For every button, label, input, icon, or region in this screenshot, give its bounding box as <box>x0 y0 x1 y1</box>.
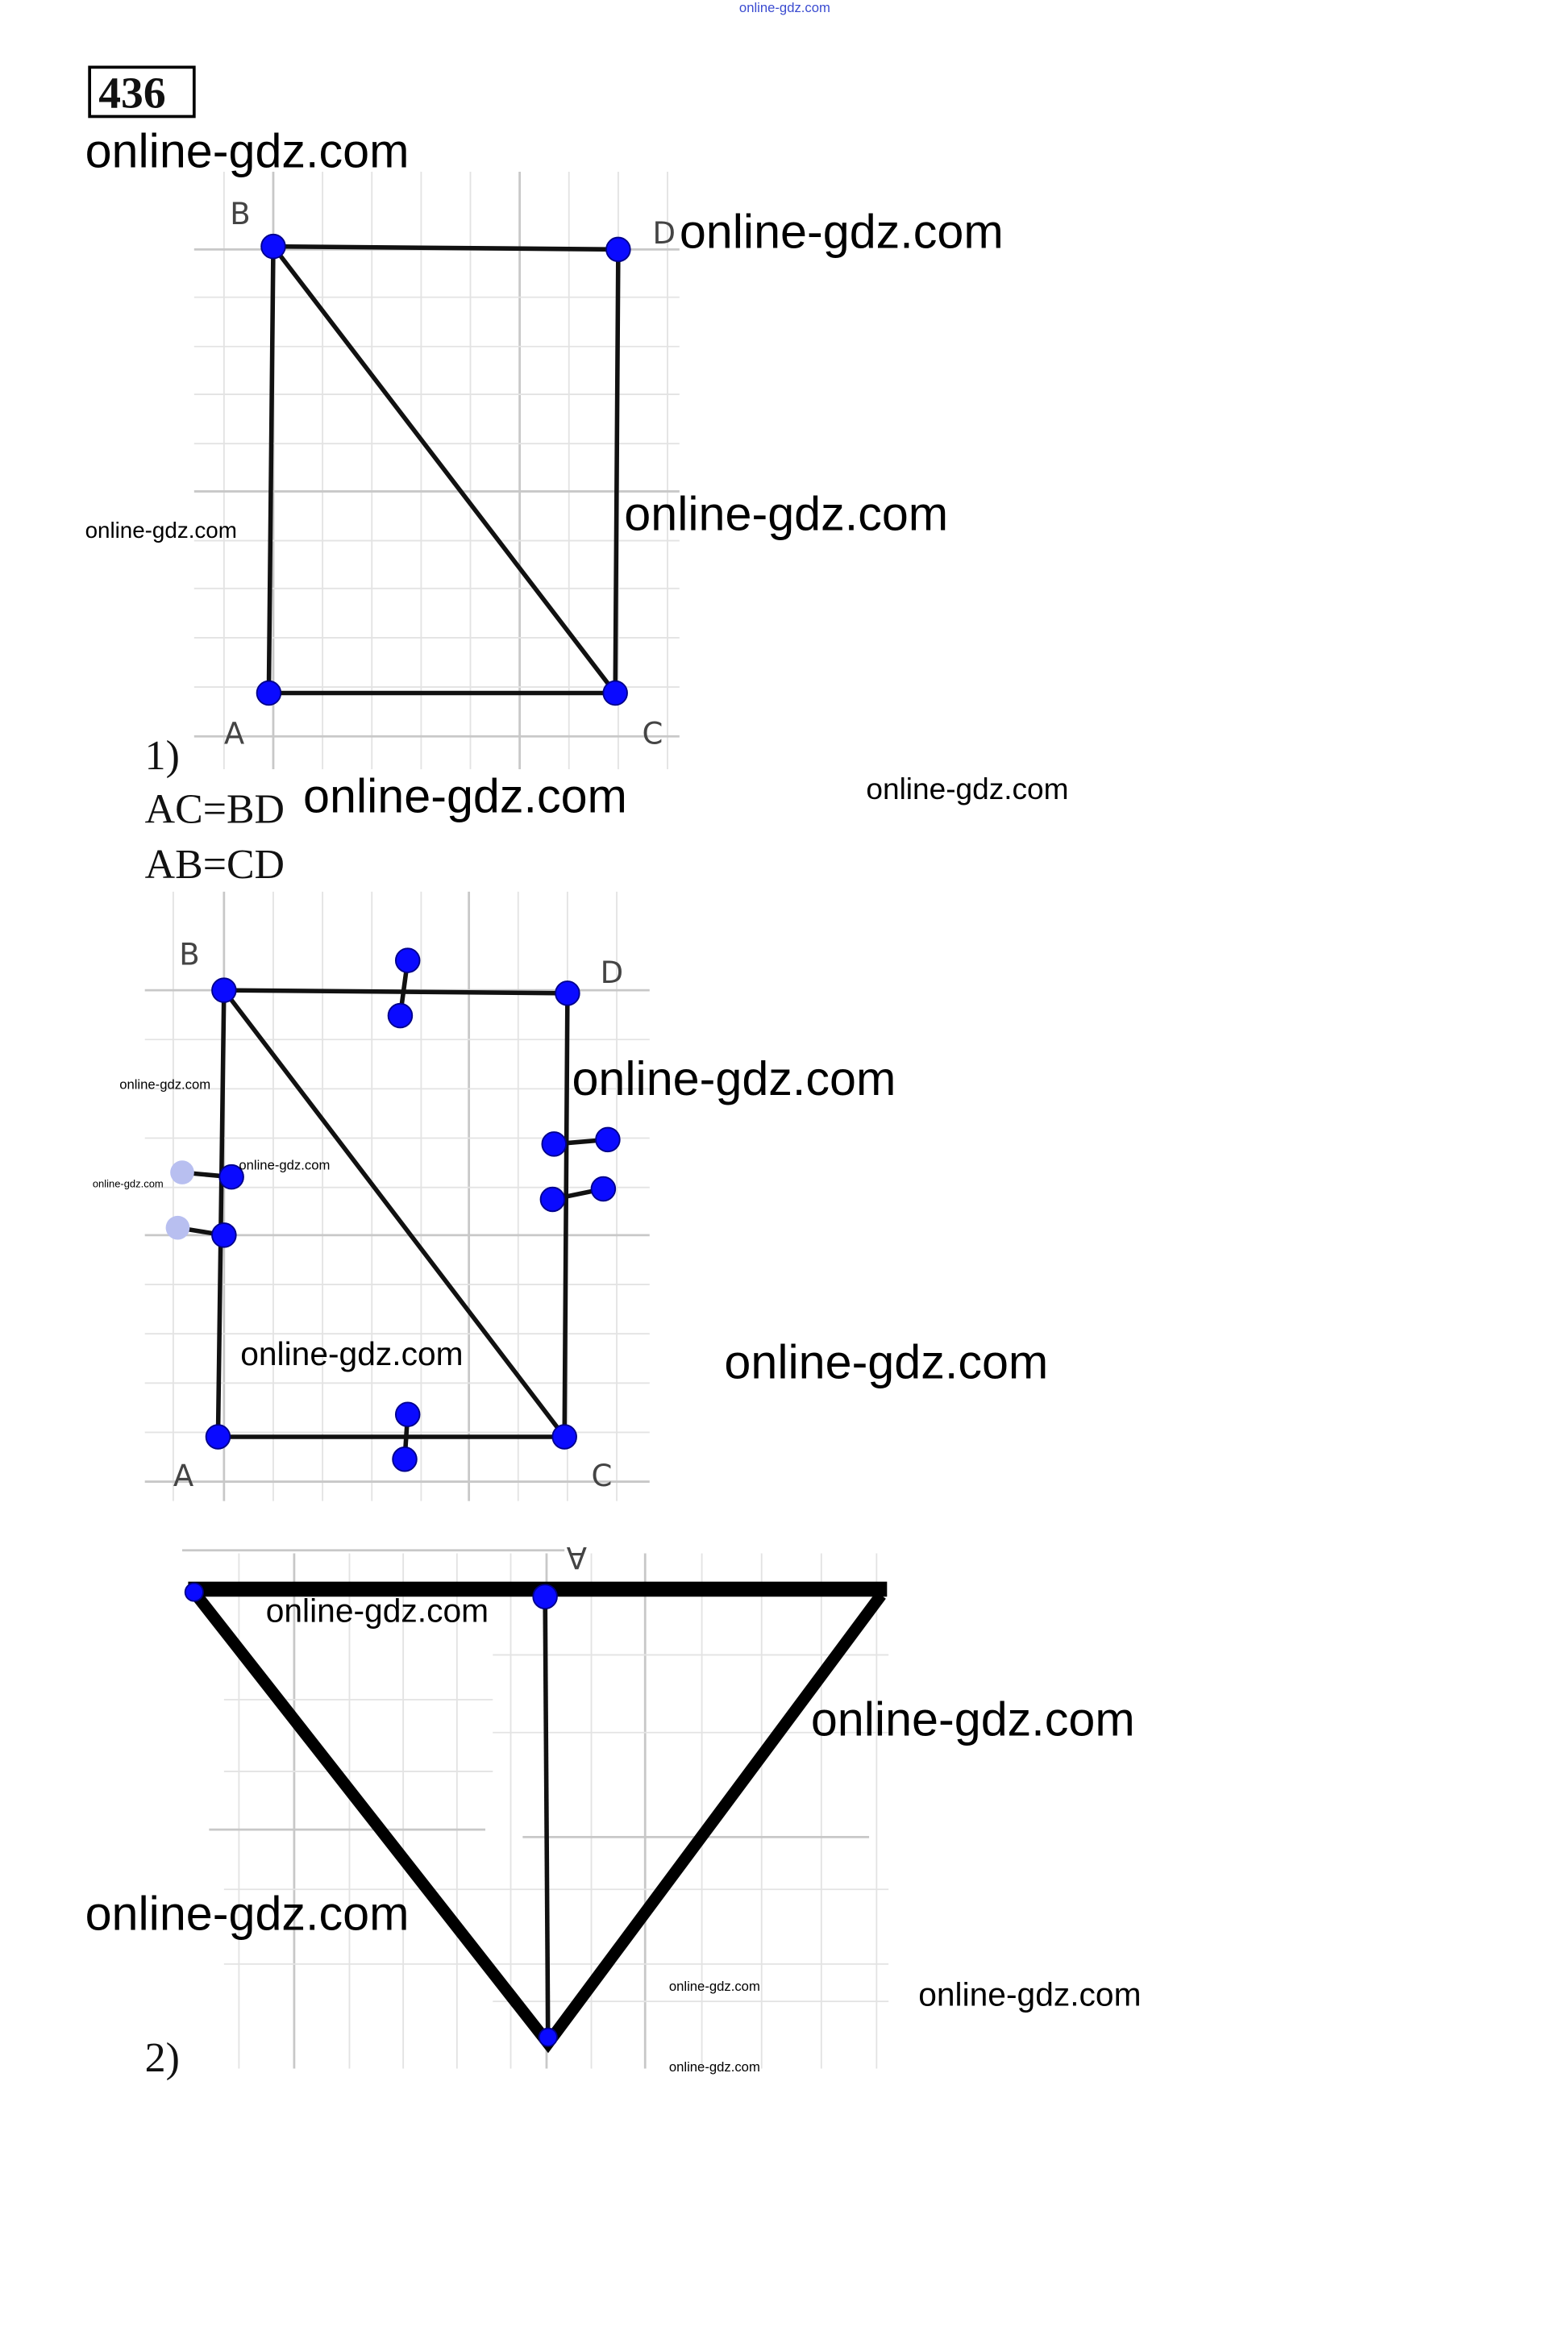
label-d: D <box>601 955 624 990</box>
point-c <box>602 680 628 706</box>
watermark: online-gdz.com <box>680 204 1004 258</box>
point-b <box>260 233 286 260</box>
watermark: online-gdz.com <box>119 1076 210 1092</box>
part-1-number: 1) <box>145 733 180 779</box>
label-b: B <box>179 938 199 972</box>
watermark: online-gdz.com <box>572 1051 896 1105</box>
point-b <box>211 977 237 1003</box>
watermark: online-gdz.com <box>669 1979 760 1994</box>
watermark: online-gdz.com <box>85 518 237 543</box>
point-d <box>605 236 631 263</box>
figure-2-rectangle-with-marks: B D A C <box>144 891 650 1501</box>
label-c: C <box>643 716 663 751</box>
watermark: online-gdz.com <box>724 1335 1048 1389</box>
triangle-sides <box>189 1588 886 2054</box>
watermark: online-gdz.com <box>811 1692 1135 1746</box>
altitude <box>543 1595 551 2044</box>
label-a: A <box>224 716 245 751</box>
diagonal-bc <box>271 244 618 695</box>
point-apex <box>538 2027 558 2047</box>
point-c <box>551 1424 577 1450</box>
top-watermark: online-gdz.com <box>739 0 830 15</box>
point-d <box>555 980 580 1006</box>
watermark: online-gdz.com <box>85 123 410 177</box>
part-2-number: 2) <box>145 2035 180 2081</box>
problem-number: 436 <box>98 68 165 118</box>
watermark: online-gdz.com <box>624 487 948 541</box>
watermark: online-gdz.com <box>303 769 627 823</box>
grid <box>193 172 680 769</box>
equality-ab-cd: AB=CD <box>145 842 285 888</box>
label-a: A <box>173 1459 194 1493</box>
point-foot <box>532 1584 558 1609</box>
point-a <box>256 680 282 706</box>
equality-tick-marks <box>165 947 621 1472</box>
label-b: B <box>230 197 250 231</box>
point-a <box>205 1424 231 1450</box>
label-d: D <box>652 216 676 251</box>
watermark: online-gdz.com <box>918 1976 1141 2013</box>
watermark: online-gdz.com <box>240 1335 463 1372</box>
watermark: online-gdz.com <box>266 1592 489 1630</box>
label-top: A <box>566 1540 587 1575</box>
diagonal-bc <box>222 989 567 1438</box>
label-c: C <box>592 1459 613 1493</box>
point-left <box>184 1582 204 1602</box>
watermark: online-gdz.com <box>239 1157 330 1172</box>
watermark: online-gdz.com <box>85 1886 410 1940</box>
watermark: online-gdz.com <box>669 2059 760 2075</box>
watermark: online-gdz.com <box>93 1178 164 1190</box>
figure-3-triangle: A <box>181 1540 889 2069</box>
equality-ac-bd: AC=BD <box>145 787 285 833</box>
problem-number-box <box>88 65 196 119</box>
watermark: online-gdz.com <box>866 772 1068 806</box>
figure-1-rectangle: B D A C <box>193 172 680 769</box>
